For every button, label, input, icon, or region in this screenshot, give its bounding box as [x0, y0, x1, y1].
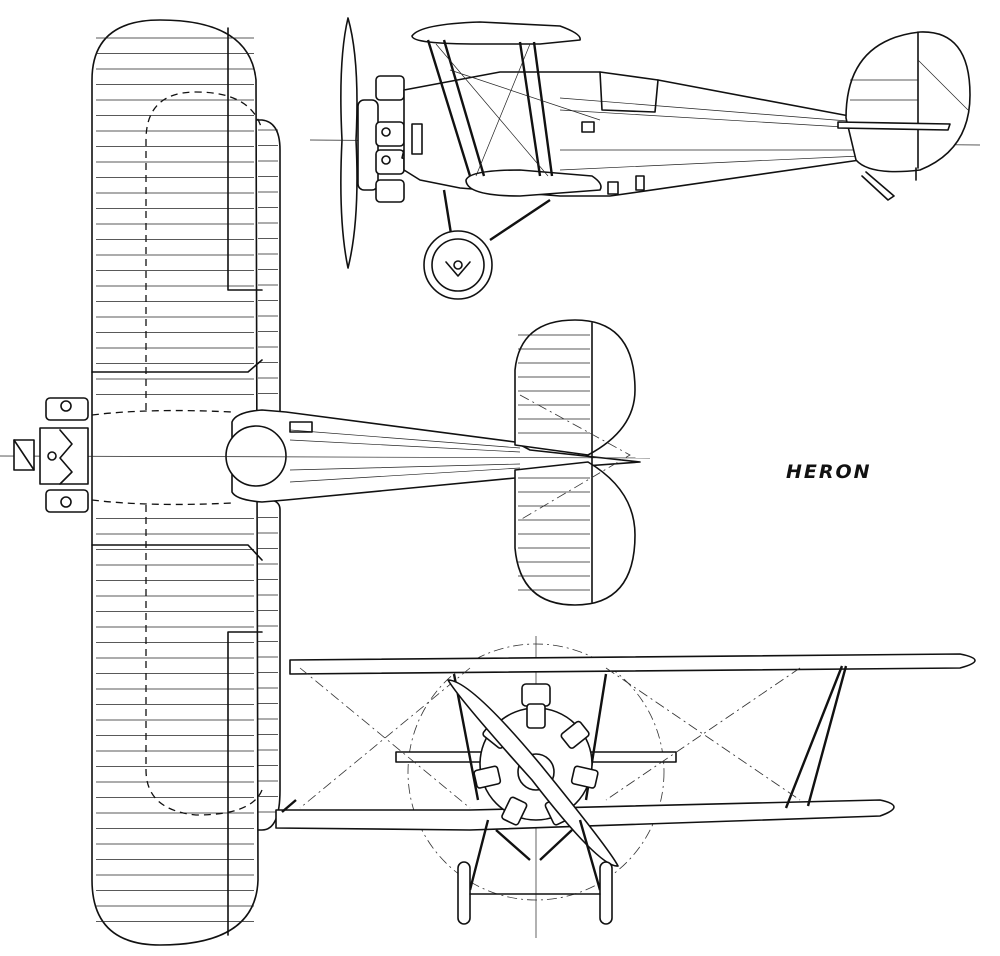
front-view: [275, 636, 976, 938]
upper-wing-spar: [227, 27, 263, 291]
tailplane-plan-bottom: [514, 461, 636, 606]
wheel-left-front: [457, 861, 471, 925]
undercarriage-front: [468, 819, 602, 891]
interplane-struts-side: [426, 39, 554, 177]
lower-wing-front: [275, 799, 895, 831]
engine-plan: [13, 397, 89, 513]
plan-view: [0, 19, 651, 946]
engine-cylinder: [501, 796, 528, 826]
side-view: [309, 17, 981, 300]
engine-cylinder: [526, 703, 546, 729]
engine-cylinder: [560, 720, 590, 749]
upper-wing-side: [411, 21, 581, 45]
tailskid: [861, 171, 895, 201]
tailplane-plan-top: [514, 319, 636, 456]
wheel-right-front: [599, 861, 613, 925]
lower-wing-side: [465, 169, 602, 197]
engine-cylinder: [570, 765, 599, 789]
upper-wing-front: [289, 653, 976, 675]
drawing-title: HERON: [786, 461, 872, 483]
lower-wing-hidden-outline: [145, 91, 263, 410]
interplane-struts-front: [281, 665, 848, 813]
engine-front: [473, 683, 599, 826]
tailplane-side: [837, 121, 951, 131]
propeller-side: [340, 17, 358, 269]
propeller-front: [447, 679, 619, 867]
cockpit-plan: [225, 425, 287, 487]
engine-cylinder: [473, 765, 502, 789]
upper-wing-plan: [91, 19, 259, 946]
engine-side: [357, 75, 421, 203]
cockpit-side: [599, 71, 659, 113]
fin-side: [845, 31, 971, 173]
